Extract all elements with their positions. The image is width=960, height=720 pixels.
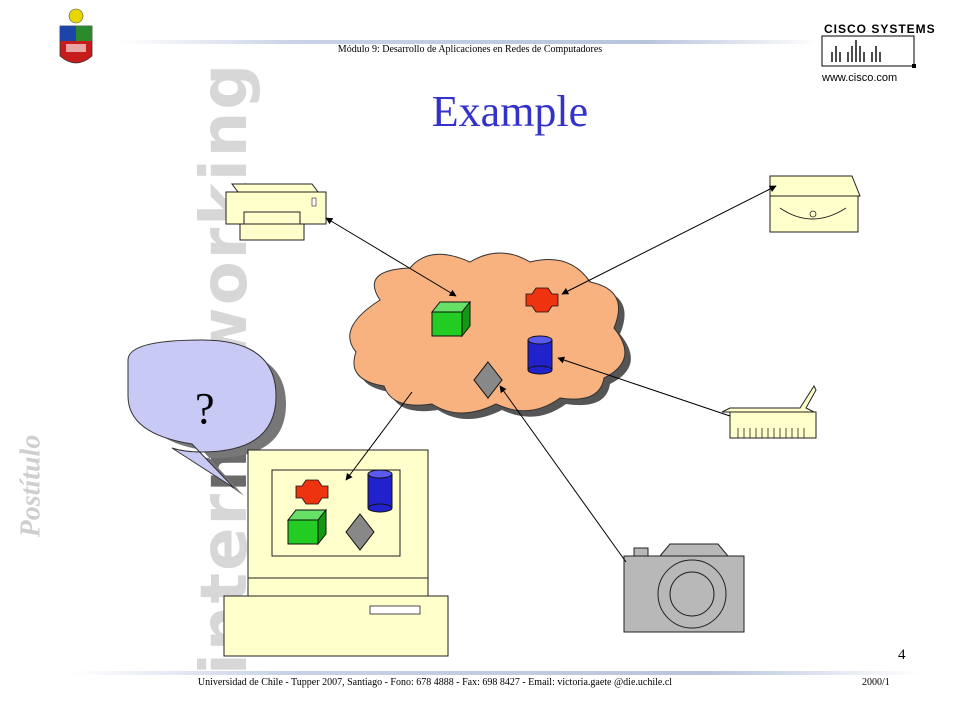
cisco-logo-text: CISCO SYSTEMS [824, 22, 936, 36]
screen-gray-diamond-icon [345, 513, 375, 551]
slide-title: Example [431, 87, 589, 136]
cd-drive-icon [769, 175, 861, 233]
blue-cylinder-icon [527, 335, 553, 375]
computer-icon [223, 449, 449, 657]
green-cube-icon [430, 300, 472, 338]
arrow-camera [499, 385, 627, 563]
footer-address: Universidad de Chile - Tupper 2007, Sant… [197, 677, 673, 688]
page-number: 4 [898, 647, 906, 663]
course-title: Módulo 9: Desarrollo de Aplicaciones en … [337, 44, 603, 55]
screen-blue-cylinder-icon [367, 469, 393, 513]
footer-rule [70, 671, 920, 675]
printer-icon [225, 183, 327, 241]
camera-icon [623, 543, 745, 633]
arrow-printer [325, 217, 457, 297]
screen-green-cube-icon [286, 508, 328, 546]
header-rule [120, 40, 820, 44]
speech-bubble [127, 339, 286, 496]
arrow-cd-drive [561, 185, 777, 295]
arrow-scanner [557, 356, 731, 417]
cisco-url: www.cisco.com [822, 72, 898, 84]
scanner-icon [721, 384, 817, 439]
cloud-icon [349, 252, 631, 419]
footer-year: 2000/1 [862, 677, 890, 688]
screen-red-cross-icon [295, 479, 329, 505]
red-cross-icon [525, 287, 559, 313]
bubble-question-mark: ? [195, 384, 215, 433]
gray-diamond-icon [473, 361, 503, 399]
arrow-computer [345, 391, 413, 481]
